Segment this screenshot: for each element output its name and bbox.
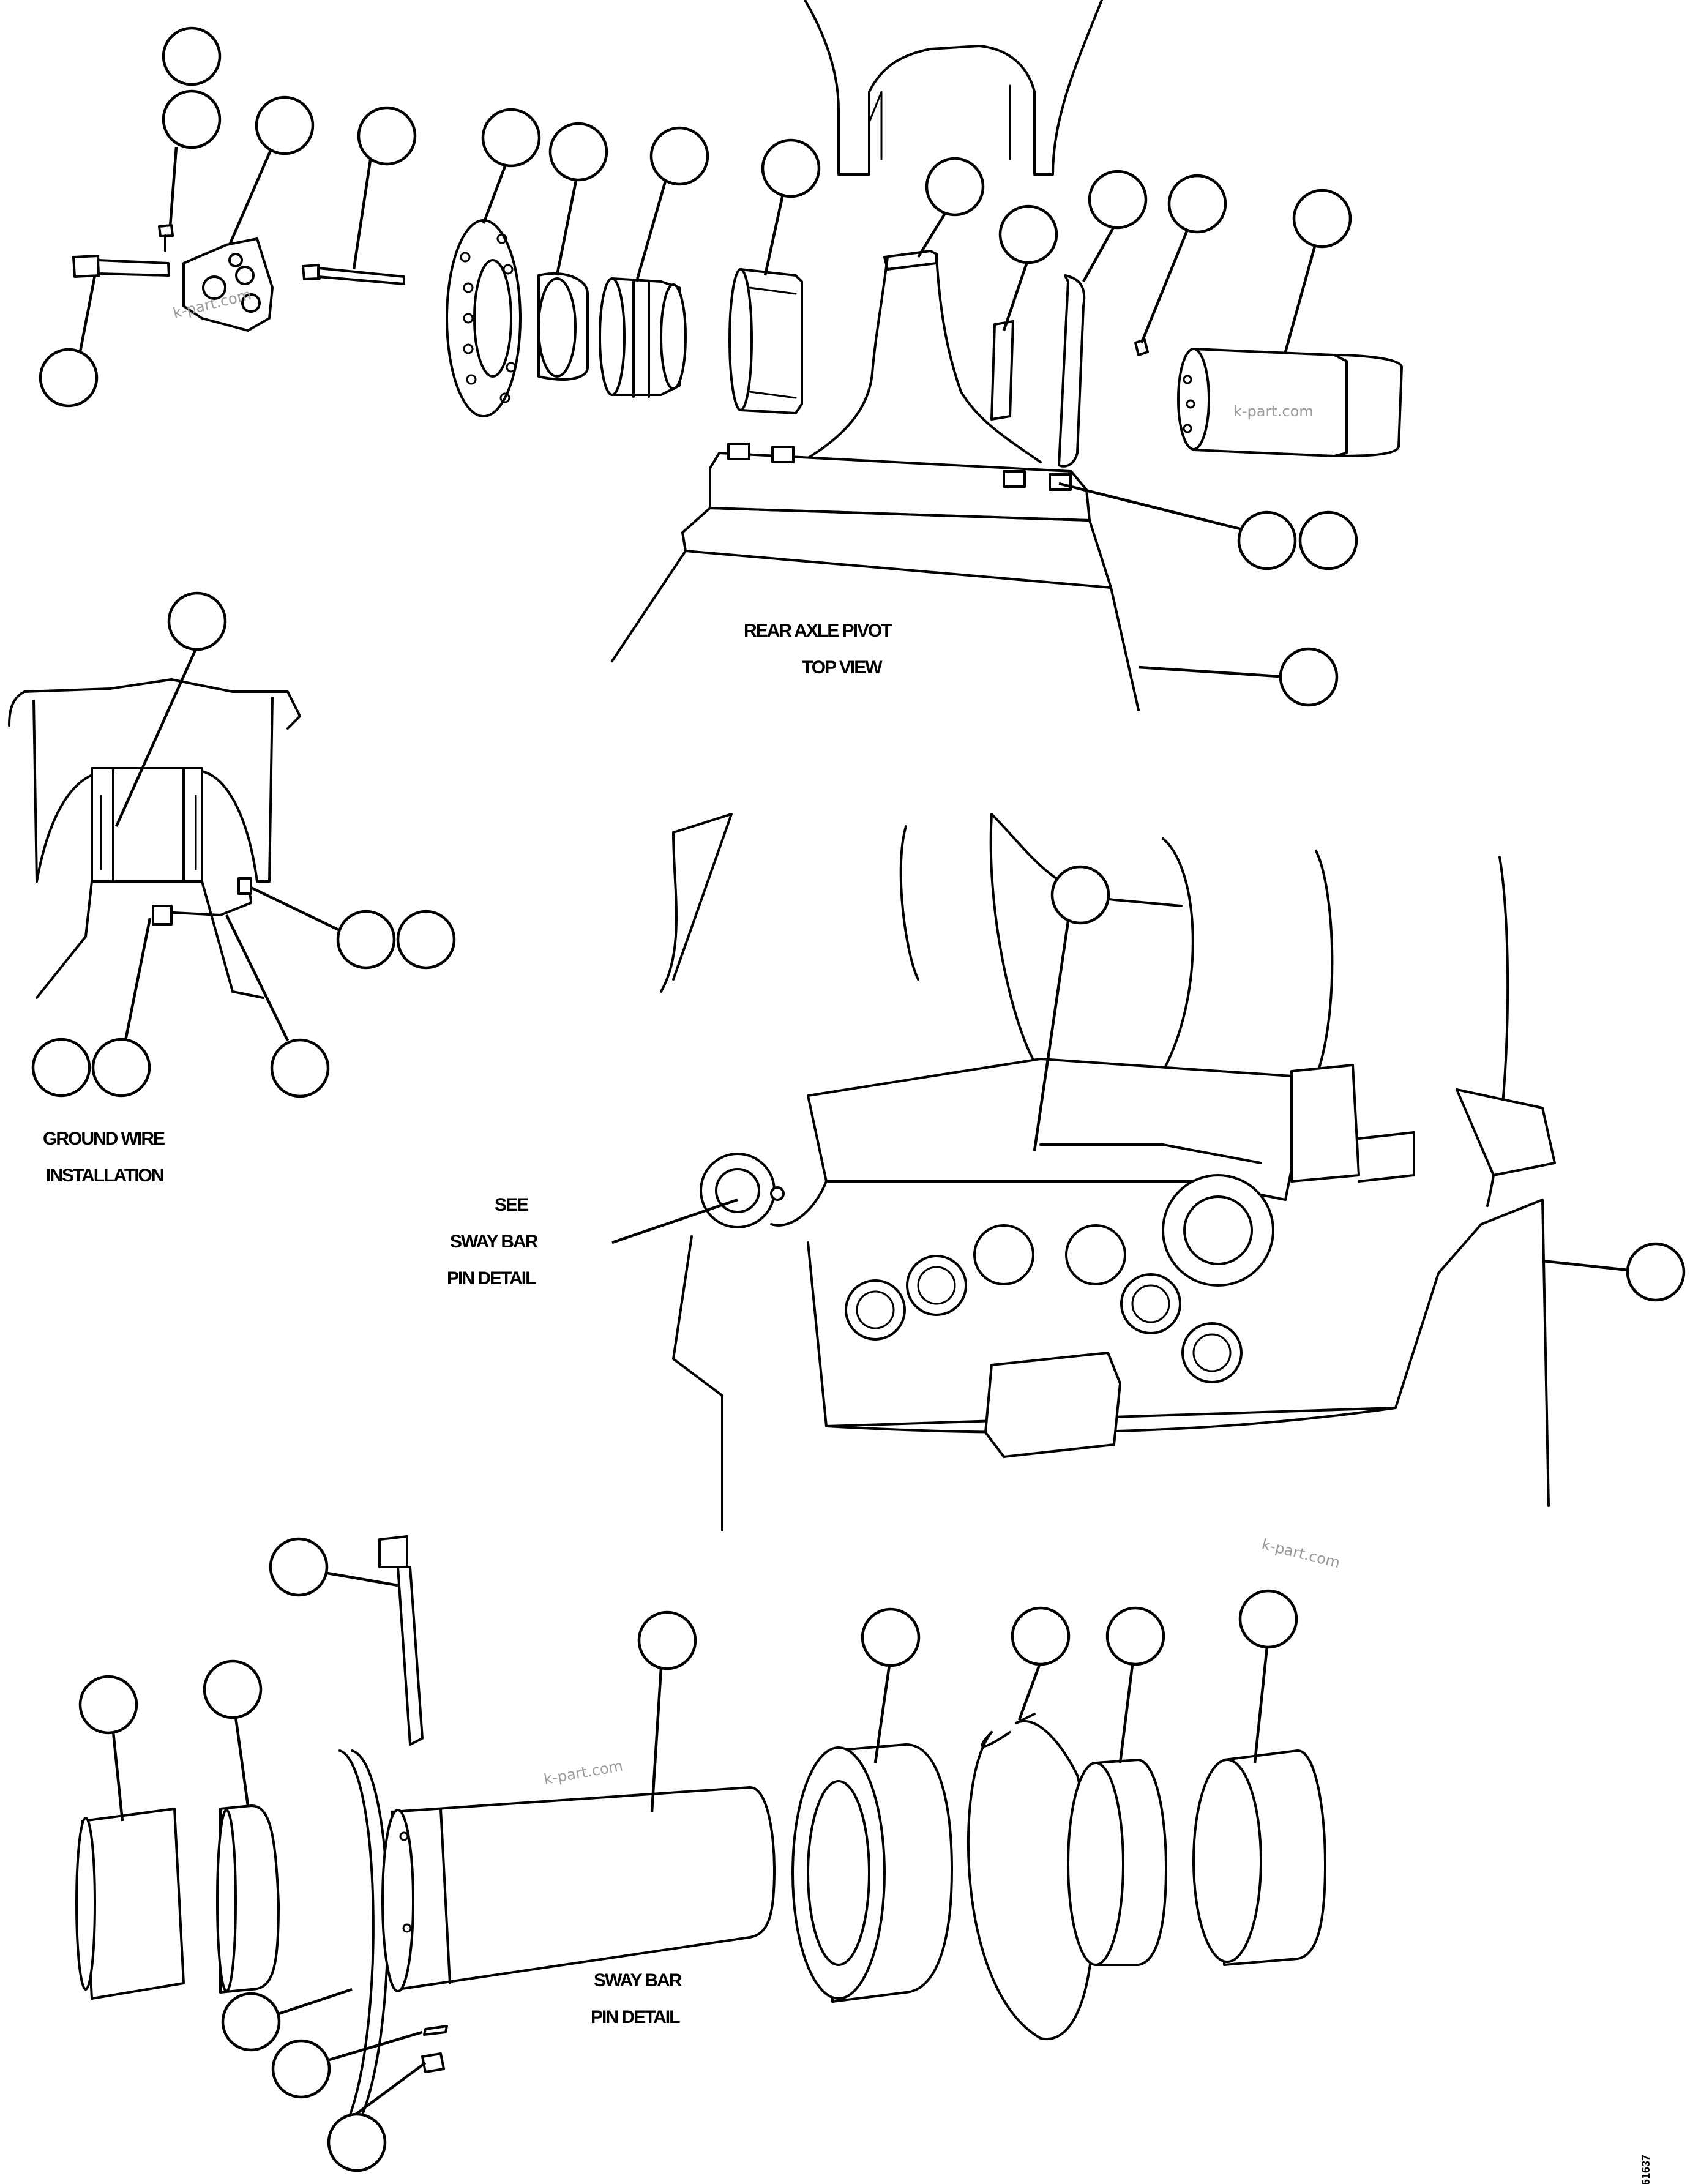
rear-axle-pivot-view [72,0,1403,711]
callout-c29 [637,1610,697,1670]
pin-detail-label: PIN DETAIL [447,1268,536,1288]
callout-c1 [162,26,222,86]
callout-c13 [1167,174,1227,234]
axle-assembly-view [660,813,1556,1531]
callout-c19 [336,910,396,970]
installation-label: INSTALLATION [46,1165,163,1186]
callout-c32 [1105,1606,1165,1666]
callout-c36 [327,2112,387,2172]
callout-c34 [221,1992,281,2052]
labels: REAR AXLE PIVOT TOP VIEW GROUND WIRE INS… [43,621,893,2027]
callout-c3 [255,95,315,155]
callout-c25 [1626,1242,1686,1302]
callout-c18 [167,591,227,651]
sway-bar-label: SWAY BAR [450,1232,539,1252]
sway-bar-pin-detail-view [75,1535,1326,2119]
callout-c21 [31,1038,91,1098]
drawing-code: 61637 [1640,2155,1652,2184]
callout-c23 [270,1038,330,1098]
rear-axle-pivot-label: REAR AXLE PIVOT [744,621,892,641]
sway-bar-pin-label: SWAY BAR [594,1970,682,1991]
ground-wire-view [8,678,301,999]
callout-c30 [861,1607,921,1667]
callout-c2 [162,89,222,149]
callout-c24 [1050,865,1110,925]
callout-c4 [39,348,99,408]
callout-c11 [998,204,1058,264]
callout-c15 [1237,510,1297,570]
callout-c6 [481,108,541,168]
callout-c7 [548,122,608,182]
watermark-3: k-part.com [1260,1536,1342,1572]
callout-c8 [649,126,709,186]
ground-wire-label: GROUND WIRE [43,1129,165,1149]
callout-c35 [271,2039,331,2099]
callout-c33 [1238,1589,1298,1649]
callout-c31 [1011,1606,1071,1666]
callout-c28 [203,1659,263,1719]
callout-c14 [1292,189,1352,249]
callout-c20 [396,910,456,970]
callout-c12 [1088,170,1148,230]
callout-c17 [1279,647,1339,707]
watermark-2: k-part.com [1233,403,1314,420]
callout-c10 [925,157,985,217]
callout-c5 [357,106,417,166]
pin-detail-label-2: PIN DETAIL [591,2007,680,2027]
see-label: SEE [495,1195,528,1215]
callout-c27 [78,1675,138,1735]
callouts [31,26,1686,2172]
callout-c9 [761,138,821,198]
leader-lines [77,141,1629,2116]
callout-c16 [1298,510,1358,570]
top-view-label: TOP VIEW [802,657,883,678]
callout-c22 [91,1038,151,1098]
callout-c26 [269,1537,329,1597]
watermark-4: k-part.com [542,1757,624,1788]
